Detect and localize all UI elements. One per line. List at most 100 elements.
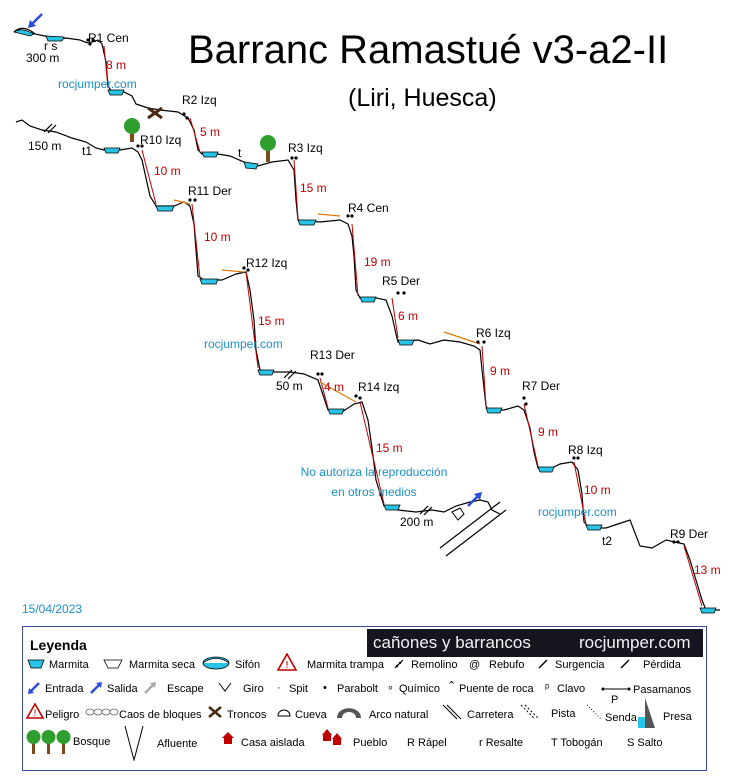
rappel-height: 15 m bbox=[376, 441, 403, 455]
rappel-height: 8 m bbox=[106, 58, 127, 72]
rappel-label: R8 Izq bbox=[568, 443, 603, 457]
brand-banner-left: cañones y barrancos bbox=[373, 633, 531, 652]
date-label: 15/04/2023 bbox=[22, 602, 83, 616]
legend-item-tobogan: T Tobogán bbox=[551, 737, 603, 749]
watermark: rocjumper.com bbox=[538, 505, 617, 519]
remolino-icon bbox=[394, 659, 404, 669]
legend-item-quimico: Químico bbox=[399, 683, 440, 695]
tobogan-mark: t1 bbox=[82, 144, 93, 158]
rappel-label: R14 Izq bbox=[358, 380, 400, 394]
legend-item-puente-roca: Puente de roca bbox=[459, 683, 534, 695]
legend-item-senda: Senda bbox=[605, 712, 637, 724]
legend-item-caos: Caos de bloques bbox=[119, 709, 202, 721]
legend-item-resalte: r Resalte bbox=[479, 737, 524, 749]
entry-arrow-icon bbox=[28, 13, 43, 28]
rappel-height: 5 m bbox=[200, 125, 221, 139]
legend-item-clavo: Clavo bbox=[557, 683, 586, 695]
canyon-profile bbox=[13, 27, 720, 611]
watermark: rocjumper.com bbox=[58, 77, 137, 91]
legend-item-peligro: Peligro bbox=[45, 709, 80, 721]
legend-item-pista: Pista bbox=[551, 708, 576, 720]
rappel-height: 15 m bbox=[258, 314, 285, 328]
brand-banner-right: rocjumper.com bbox=[579, 633, 691, 652]
exit-arrow-icon bbox=[467, 492, 482, 507]
pasamanos-icon bbox=[601, 687, 631, 691]
rappel-label: R11 Der bbox=[188, 184, 232, 198]
rappel-label: R13 Der bbox=[310, 348, 355, 362]
rappel-label: R1 Cen bbox=[88, 31, 129, 45]
giro-icon bbox=[218, 682, 232, 692]
rappel-label: R9 Der bbox=[670, 527, 709, 541]
legend-item-afluente: Afluente bbox=[157, 738, 198, 750]
carretera-icon bbox=[442, 704, 462, 720]
tobogan-mark: t2 bbox=[602, 534, 613, 548]
peligro-icon: ! bbox=[26, 703, 44, 719]
marmita-seca-icon bbox=[103, 659, 123, 669]
legend-item-marmita: Marmita bbox=[49, 659, 89, 671]
anchor-points bbox=[86, 38, 680, 544]
parabolt-icon: • bbox=[323, 682, 327, 694]
cueva-icon bbox=[277, 709, 291, 717]
legend-item-salto: S Salto bbox=[627, 737, 663, 749]
legend-item-pasamanos: Pasamanos bbox=[633, 684, 692, 696]
rappel-height: 13 m bbox=[694, 563, 721, 577]
pista-icon bbox=[520, 704, 540, 720]
rope-lines bbox=[103, 45, 703, 607]
rappel-label: R4 Cen bbox=[348, 201, 389, 215]
casa-aislada-icon bbox=[222, 732, 234, 744]
legend-item-spit: Spit bbox=[289, 683, 308, 695]
canyon-topo-diagram bbox=[13, 13, 720, 614]
distance-label: 200 m bbox=[400, 515, 434, 529]
copyright-note-line: en otros medios bbox=[331, 485, 417, 499]
pasamanos-p-label: P bbox=[611, 694, 619, 706]
escape-icon bbox=[144, 682, 156, 694]
legend-item-rapel: R Rápel bbox=[407, 737, 447, 749]
brand-banner: cañones y barrancos rocjumper.com bbox=[367, 629, 703, 657]
legend-item-presa: Presa bbox=[663, 711, 692, 723]
copyright-note: No autoriza la reproducción en otros med… bbox=[280, 462, 468, 502]
logs-icon bbox=[147, 106, 163, 120]
resalte-mark: r s bbox=[44, 39, 58, 53]
copyright-note-line: No autoriza la reproducción bbox=[300, 465, 448, 479]
diagram-title: Barranc Ramastué v3-a2-II bbox=[188, 28, 669, 72]
legend-item-salida: Salida bbox=[107, 683, 138, 695]
diagram-subtitle: (Liri, Huesca) bbox=[348, 84, 497, 112]
legend-item-bosque: Bosque bbox=[73, 736, 111, 748]
legend-item-parabolt: Parabolt bbox=[337, 683, 378, 695]
legend-item-casa: Casa aislada bbox=[241, 737, 305, 749]
legend-item-arco: Arco natural bbox=[369, 709, 429, 721]
legend-item-perdida: Pérdida bbox=[643, 659, 681, 671]
turn-icon bbox=[451, 507, 465, 521]
rappel-height: 4 m bbox=[324, 380, 345, 394]
legend-item-sifon: Sifón bbox=[235, 659, 261, 671]
rappel-height: 10 m bbox=[584, 483, 611, 497]
rappel-height: 6 m bbox=[398, 309, 419, 323]
afluente-icon bbox=[124, 725, 144, 761]
rappel-label: R2 Izq bbox=[182, 93, 217, 107]
salida-icon bbox=[90, 682, 102, 694]
rappel-height: 15 m bbox=[300, 181, 327, 195]
rappel-label: R7 Der bbox=[522, 379, 561, 393]
rappel-height: 9 m bbox=[538, 425, 559, 439]
legend-item-marmita-trampa: Marmita trampa bbox=[307, 659, 385, 671]
senda-icon bbox=[586, 704, 602, 720]
surgencia-icon bbox=[538, 659, 548, 669]
spit-icon: · bbox=[277, 682, 281, 694]
svg-text:!: ! bbox=[33, 709, 37, 719]
presa-icon bbox=[638, 698, 655, 728]
legend-item-escape: Escape bbox=[167, 683, 204, 695]
clavo-icon: ᵖ bbox=[545, 682, 550, 694]
rappel-height: 10 m bbox=[154, 164, 181, 178]
tree-icon bbox=[260, 135, 276, 162]
quimico-icon: ∘ bbox=[387, 682, 394, 694]
legend-item-entrada: Entrada bbox=[45, 683, 84, 695]
bosque-icon bbox=[26, 730, 71, 754]
legend-item-giro: Giro bbox=[243, 683, 264, 695]
legend-item-troncos: Troncos bbox=[227, 709, 267, 721]
legend-item-cueva: Cueva bbox=[295, 709, 327, 721]
rappel-height: 10 m bbox=[204, 230, 231, 244]
rappel-height: 19 m bbox=[364, 255, 391, 269]
pools bbox=[13, 29, 717, 614]
distance-label: 50 m bbox=[276, 379, 303, 393]
marmita-icon bbox=[27, 659, 45, 669]
